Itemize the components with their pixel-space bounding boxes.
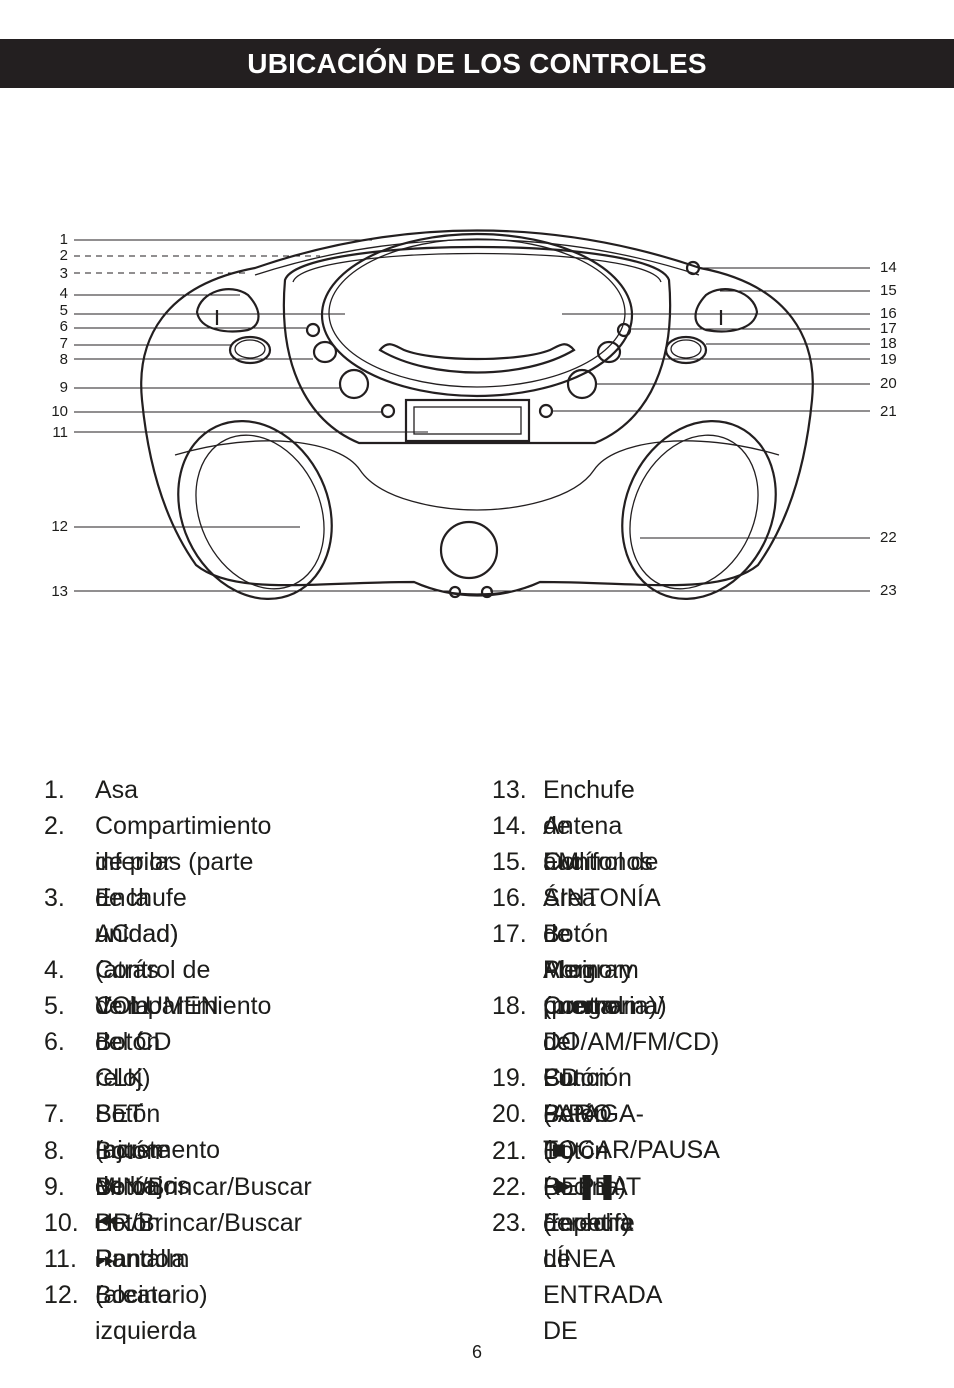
callout-5: 5 xyxy=(60,302,68,319)
item-number: 12. xyxy=(44,1281,79,1309)
item-number: 20. xyxy=(492,1100,527,1128)
item-label: Control de SINTONÍA xyxy=(543,848,661,912)
item-label: Compartimiento de pilas (parte xyxy=(95,812,272,876)
leader-lines-right xyxy=(490,267,870,592)
callout-11: 11 xyxy=(52,424,68,441)
item-label: Botón TOCAR/PAUSA (►❚❚) xyxy=(543,1100,719,1200)
callout-2: 2 xyxy=(60,247,68,264)
item-number: 16. xyxy=(492,884,527,912)
item-number: 15. xyxy=(492,848,527,876)
item-label: Botón Incremento de bajos xyxy=(95,1100,221,1200)
item-label: Botón MIN/Brincar/Buscar ⏮ xyxy=(95,1137,312,1237)
callout-16: 16 xyxy=(880,305,897,322)
item-label: Enchufe de audífonos xyxy=(543,776,653,876)
item-number: 3. xyxy=(44,884,65,912)
item-number: 4. xyxy=(44,956,65,984)
item-label: Bocina izquierda xyxy=(95,1281,197,1345)
item-number: 19. xyxy=(492,1064,527,1092)
item-number: 18. xyxy=(492,992,527,1020)
item-label: Bocina derecha xyxy=(543,1173,634,1237)
item-number: 1. xyxy=(44,776,65,804)
callout-12: 12 xyxy=(51,518,68,535)
item-number: 7. xyxy=(44,1100,65,1128)
callout-8: 8 xyxy=(60,351,68,368)
callout-13: 13 xyxy=(51,583,68,600)
item-number: 5. xyxy=(44,992,65,1020)
callout-7: 7 xyxy=(60,335,68,352)
callout-21: 21 xyxy=(880,403,897,420)
item-number: 13. xyxy=(492,776,527,804)
item-label: Enchufe de ENTRADA DE xyxy=(543,1209,662,1345)
item-label: Botón Memory (memoria)/ xyxy=(543,920,664,1020)
page-number: 6 xyxy=(471,1342,482,1362)
callout-18: 18 xyxy=(880,335,897,352)
item-number: 14. xyxy=(492,812,527,840)
item-label: Control de VOLUMEN xyxy=(95,956,219,1020)
item-number: 8. xyxy=(44,1137,65,1165)
callout-6: 6 xyxy=(60,318,68,335)
boombox-illustration xyxy=(140,229,814,601)
item-number: 6. xyxy=(44,1028,65,1056)
item-label: Botón Random (aleatorio) xyxy=(95,1209,208,1309)
item-label: Asa xyxy=(95,776,139,804)
leader-lines-left xyxy=(74,239,450,592)
callout-15: 15 xyxy=(880,282,897,299)
item-label: Enchufe AC (atrás de la xyxy=(95,884,187,1020)
callouts-right: 14 15 16 17 18 19 20 21 22 23 xyxy=(880,259,897,599)
item-label: Botón CLK SET (ajuste de xyxy=(95,1028,171,1200)
item-label: reloj) xyxy=(95,1064,151,1092)
section-title: UBICACIÓN DE LOS CONTROLES xyxy=(0,39,954,88)
item-label: Compartimiento del CD xyxy=(95,992,272,1056)
item-number: 2. xyxy=(44,812,65,840)
item-number: 11. xyxy=(44,1245,77,1273)
callouts-left: 1 2 3 4 5 6 7 8 9 10 11 12 13 xyxy=(51,231,68,600)
item-label: Pantalla xyxy=(95,1245,186,1273)
callout-1: 1 xyxy=(60,231,68,248)
item-number: 17. xyxy=(492,920,527,948)
callout-20: 20 xyxy=(880,375,897,392)
callout-10: 10 xyxy=(51,403,68,420)
callout-19: 19 xyxy=(880,351,897,368)
callout-22: 22 xyxy=(880,529,897,546)
callout-23: 23 xyxy=(880,582,897,599)
item-number: 21. xyxy=(492,1137,527,1165)
callout-14: 14 xyxy=(880,259,897,276)
item-label: Botón REPEAT (repetir) xyxy=(543,1137,641,1237)
boombox-diagram: 1 2 3 4 5 6 7 8 9 10 11 12 13 14 15 16 1… xyxy=(51,229,897,601)
item-label: Control de Función (APAGA- xyxy=(543,992,644,1128)
item-label: inferior de la unidad) xyxy=(95,848,179,948)
callout-17: 17 xyxy=(880,320,897,337)
item-label: unidad) xyxy=(95,920,179,948)
callout-4: 4 xyxy=(60,285,68,302)
item-label: Botón PARO (■) xyxy=(543,1064,612,1164)
item-number: 23. xyxy=(492,1209,527,1237)
callout-9: 9 xyxy=(60,379,68,396)
item-label: DO/AM/FM/CD) xyxy=(543,1028,720,1056)
item-label: Program (programa) xyxy=(543,956,667,1020)
callout-3: 3 xyxy=(60,265,68,282)
item-number: 9. xyxy=(44,1173,65,1201)
item-number: 22. xyxy=(492,1173,527,1201)
item-label: Botón HR/Brincar/Buscar ⏭ xyxy=(95,1173,302,1273)
item-label: Área de Abrir puerta del CD xyxy=(543,884,614,1092)
item-label: Antena FM xyxy=(543,812,623,876)
item-number: 10. xyxy=(44,1209,79,1237)
item-label: LÍNEA xyxy=(543,1245,616,1273)
